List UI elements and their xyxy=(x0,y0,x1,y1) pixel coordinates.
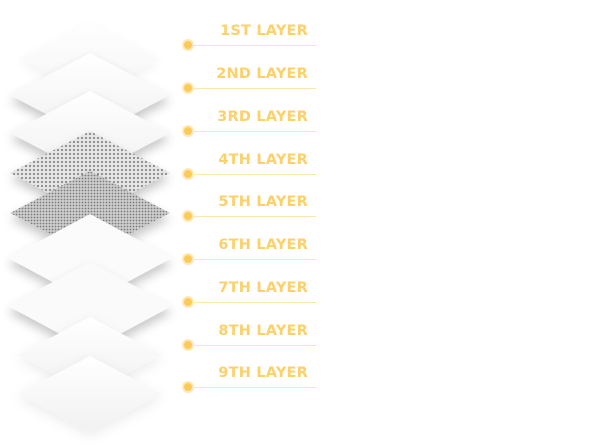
layer-label: 6TH LAYER xyxy=(218,237,308,253)
callout-line xyxy=(190,88,316,89)
callout-dot-icon xyxy=(184,341,192,349)
layer-label: 9TH LAYER xyxy=(218,365,308,381)
callout-line xyxy=(190,131,316,132)
layer-label: 3RD LAYER xyxy=(217,109,308,125)
callout-dot-icon xyxy=(184,127,192,135)
layer-7-sheet xyxy=(8,262,172,350)
callout-dot-icon xyxy=(184,255,192,263)
callout-line xyxy=(190,345,316,346)
callout-dot-icon xyxy=(184,298,192,306)
callout-line xyxy=(190,174,316,175)
callout-dot-icon xyxy=(184,170,192,178)
callout-line xyxy=(190,45,316,46)
callout-dot-icon xyxy=(184,41,192,49)
callout-dot-icon xyxy=(184,84,192,92)
layer-5-sheet xyxy=(10,171,170,255)
callout-line xyxy=(190,216,316,217)
layer-6-sheet xyxy=(8,214,172,302)
callout-line xyxy=(190,259,316,260)
layer-label: 8TH LAYER xyxy=(218,323,308,339)
layer-9-sheet xyxy=(18,356,162,432)
layer-label: 1ST LAYER xyxy=(220,23,308,39)
layer-label: 5TH LAYER xyxy=(218,194,308,210)
callout-dot-icon xyxy=(184,212,192,220)
layer-8-sheet xyxy=(18,317,162,393)
layer-label: 2ND LAYER xyxy=(216,66,308,82)
layer-label: 7TH LAYER xyxy=(218,280,308,296)
callout-line xyxy=(190,387,316,388)
layer-label: 4TH LAYER xyxy=(218,152,308,168)
callout-line xyxy=(190,302,316,303)
callout-dot-icon xyxy=(184,383,192,391)
